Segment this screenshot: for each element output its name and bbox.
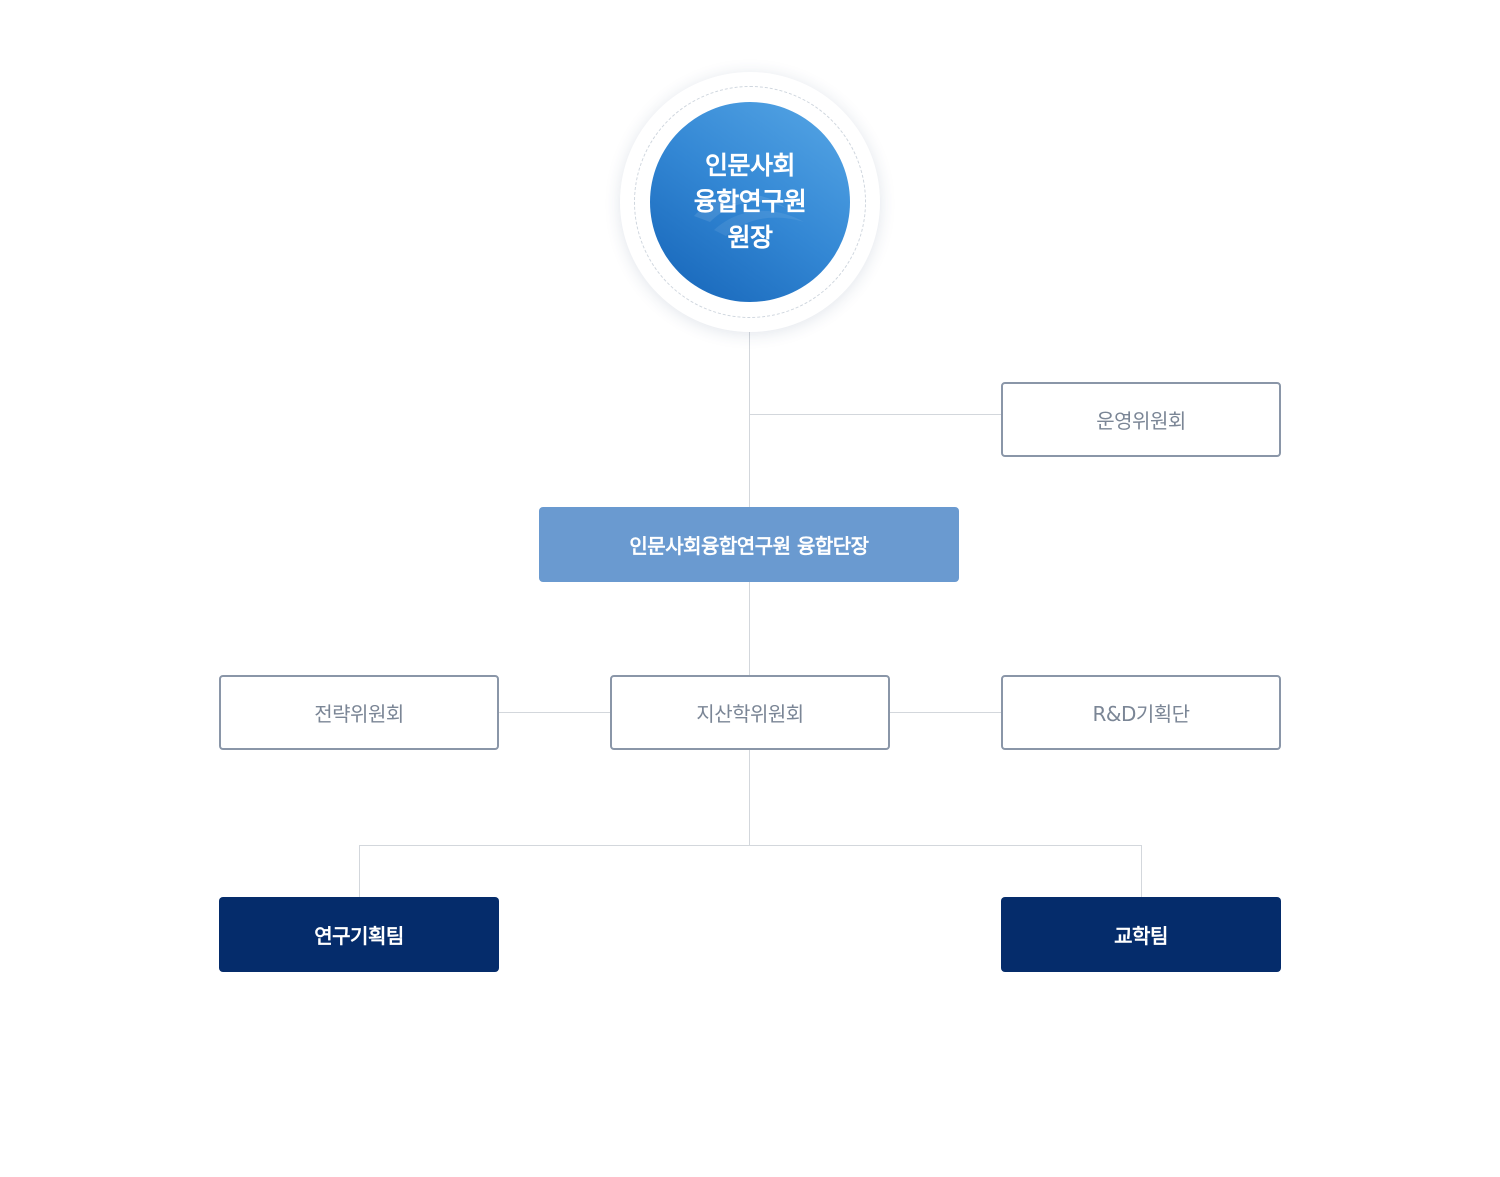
connector-to-operations-committee	[749, 414, 1002, 415]
research-planning-team-box: 연구기획팀	[219, 897, 499, 972]
strategy-committee-box: 전략위원회	[219, 675, 499, 750]
connector-teams-horizontal	[359, 845, 1142, 846]
industry-academia-committee-box: 지산학위원회	[610, 675, 890, 750]
rnd-planning-group-box: R&D기획단	[1001, 675, 1281, 750]
connector-head-to-director	[749, 332, 750, 507]
academic-affairs-team-box: 교학팀	[1001, 897, 1281, 972]
director-box: 인문사회융합연구원 융합단장	[539, 507, 959, 582]
head-title-line-2: 융합연구원	[693, 187, 807, 216]
connector-committee-to-teams	[749, 749, 750, 845]
head-title-line-1: 인문사회	[704, 151, 796, 180]
connector-center-to-right-committee	[889, 712, 1002, 713]
operations-committee-box: 운영위원회	[1001, 382, 1281, 457]
head-title-line-3: 원장	[727, 223, 773, 252]
head-circle-dashed-ring	[634, 86, 866, 318]
head-node: 인문사회 융합연구원 원장	[650, 102, 850, 302]
connector-director-to-committee	[749, 581, 750, 676]
connector-center-to-left-committee	[498, 712, 611, 713]
connector-to-left-team	[359, 845, 360, 898]
wave-emblem-icon	[694, 193, 804, 236]
connector-to-right-team	[1141, 845, 1142, 898]
